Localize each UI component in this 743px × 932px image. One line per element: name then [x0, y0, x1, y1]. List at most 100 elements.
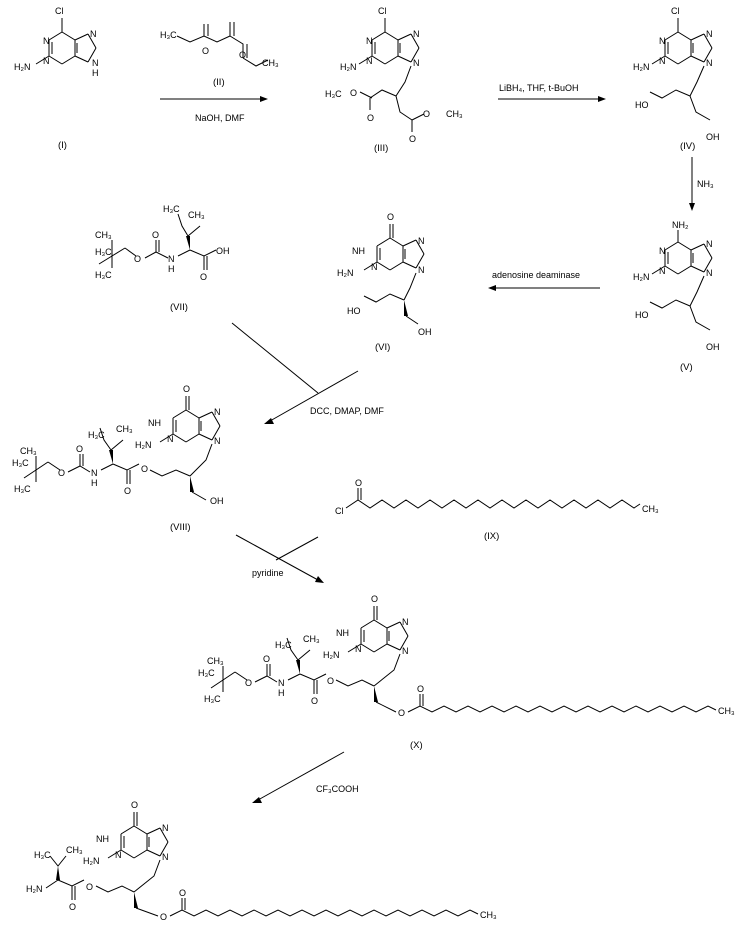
atom-label: H₂N — [83, 856, 100, 866]
atom-label: N — [278, 678, 285, 688]
atom-label: O — [152, 230, 159, 240]
atom-label: N — [371, 262, 378, 272]
atom-label: OH — [418, 327, 432, 337]
atom-label: HO — [635, 310, 649, 320]
atom-label: CH₃ — [262, 58, 279, 68]
atom-label: H₂N — [633, 272, 650, 282]
compound-VIII-label: (VIII) — [170, 522, 191, 533]
atom-label: H₃C — [160, 30, 177, 40]
atom-label: N — [366, 36, 373, 46]
condition-step2: LiBH₄, THF, t-BuOH — [499, 83, 579, 93]
atom-label: N — [366, 56, 373, 66]
atom-label: H — [168, 264, 175, 274]
compound-V-structure: NH₂ H₂N N N N N HO OH — [633, 220, 720, 352]
atom-label: O — [409, 134, 416, 144]
atom-label: N — [43, 36, 50, 46]
atom-label: N — [659, 246, 666, 256]
atom-label: CH₃ — [303, 634, 320, 644]
atom-label: O — [398, 708, 405, 718]
atom-label: N — [418, 236, 425, 246]
atom-label: N — [162, 823, 169, 833]
atom-label: O — [417, 684, 424, 694]
atom-label: O — [141, 464, 148, 474]
atom-label: N — [402, 617, 409, 627]
reaction-arrow-5 — [231, 322, 359, 424]
compound-X-structure: CH₃ H₃C H₃C O O N H H₃C CH₃ O O O NH H₂N… — [198, 594, 735, 718]
atom-label: H — [92, 68, 99, 78]
condition-step7: CF₃COOH — [316, 784, 359, 794]
atom-label: H — [278, 688, 285, 698]
atom-label: N — [214, 407, 221, 417]
compound-II-label: (II) — [213, 77, 225, 88]
atom-label: N — [418, 265, 425, 275]
atom-label: H₃C — [88, 430, 105, 440]
reaction-arrow-4 — [488, 285, 600, 291]
atom-label: H₃C — [204, 694, 221, 704]
atom-label: H₃C — [95, 270, 112, 280]
atom-label: O — [76, 444, 83, 454]
atom-label: Cl — [55, 6, 64, 16]
atom-label: O — [350, 88, 357, 98]
atom-label: CH₃ — [718, 706, 735, 716]
condition-step4: adenosine deaminase — [492, 270, 580, 280]
atom-label: H₃C — [198, 668, 215, 678]
atom-label: OH — [210, 496, 224, 506]
atom-label: NH — [148, 418, 161, 428]
atom-label: NH — [352, 246, 365, 256]
atom-label: H₂N — [26, 884, 43, 894]
atom-label: N — [402, 646, 409, 656]
atom-label: O — [367, 113, 374, 123]
atom-label: HO — [347, 306, 361, 316]
atom-label: N — [355, 644, 362, 654]
atom-label: O — [179, 888, 186, 898]
condition-step3: NH₃ — [697, 179, 714, 189]
atom-label: N — [43, 56, 50, 66]
atom-label: NH — [96, 834, 109, 844]
atom-label: CH₃ — [188, 210, 205, 220]
compound-VIII-structure: CH₃ H₃C H₃C O O N H H₃C CH₃ O O O NH H₂N… — [12, 384, 224, 506]
atom-label: H₂N — [340, 62, 357, 72]
atom-label: Cl — [671, 6, 680, 16]
atom-label: O — [200, 272, 207, 282]
atom-label: O — [124, 486, 131, 496]
compound-VII-label: (VII) — [170, 302, 188, 313]
atom-label: H₃C — [12, 458, 29, 468]
atom-label: N — [115, 850, 122, 860]
reaction-arrow-3 — [689, 157, 695, 211]
atom-label: N — [659, 56, 666, 66]
atom-label: H₃C — [95, 247, 112, 257]
atom-label: CH₃ — [480, 910, 497, 920]
atom-label: O — [387, 212, 394, 222]
compound-VI-label: (VI) — [375, 342, 390, 353]
atom-label: N — [659, 266, 666, 276]
atom-label: OH — [216, 246, 230, 256]
condition-step1: NaOH, DMF — [195, 113, 245, 123]
atom-label: OH — [706, 132, 720, 142]
atom-label: CH₃ — [116, 424, 133, 434]
atom-label: N — [706, 268, 713, 278]
atom-label: O — [58, 468, 65, 478]
atom-label: H₂N — [633, 62, 650, 72]
atom-label: Cl — [378, 6, 387, 16]
atom-label: NH — [336, 628, 349, 638]
atom-label: O — [245, 678, 252, 688]
atom-label: N — [92, 58, 99, 68]
atom-label: N — [90, 29, 97, 39]
atom-label: Cl — [335, 506, 344, 516]
atom-label: N — [167, 434, 174, 444]
atom-label: O — [160, 912, 167, 922]
atom-label: O — [263, 654, 270, 664]
atom-label: OH — [706, 342, 720, 352]
atom-label: N — [706, 29, 713, 39]
atom-label: N — [413, 29, 420, 39]
atom-label: CH₃ — [66, 845, 83, 855]
atom-label: N — [706, 58, 713, 68]
atom-label: H₂N — [323, 650, 340, 660]
atom-label: H₃C — [275, 640, 292, 650]
atom-label: O — [69, 902, 76, 912]
final-product-structure: H₃C CH₃ H₂N O O O NH H₂N N N N O O CH₃ — [26, 800, 497, 922]
atom-label: HO — [635, 100, 649, 110]
compound-IX-label: (IX) — [484, 531, 499, 542]
compound-VII-structure: CH₃ H₃C H₃C O O N H H₃C CH₃ O OH — [95, 204, 230, 282]
atom-label: O — [355, 478, 362, 488]
